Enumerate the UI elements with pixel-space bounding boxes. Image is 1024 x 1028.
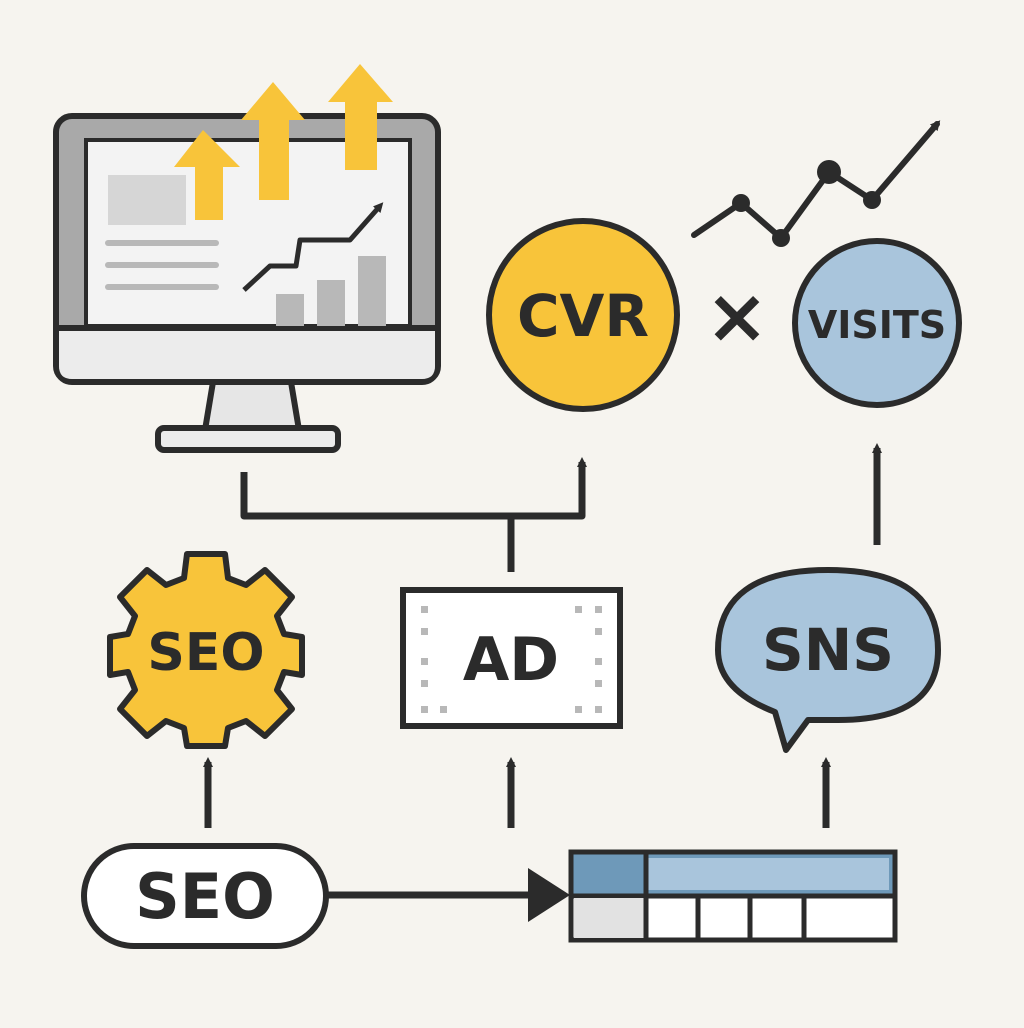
- up-arrow-icon: [241, 82, 305, 200]
- up-arrow-icon: [174, 130, 240, 220]
- multiply-sign: ×: [705, 271, 769, 360]
- screen-bar: [358, 256, 386, 326]
- ad-label: AD: [463, 625, 559, 695]
- trend-line-icon: [691, 120, 941, 247]
- table-icon: [568, 849, 898, 943]
- seo-gear-label: SEO: [147, 623, 264, 683]
- visits-node: VISITS: [792, 238, 962, 408]
- table-header-highlight: [646, 858, 889, 890]
- seo-pill-label: SEO: [135, 860, 275, 933]
- screen-image-placeholder: [108, 175, 186, 225]
- connector-arrows: [240, 443, 882, 572]
- screen-bar: [317, 280, 345, 326]
- bottom-arrows: [203, 757, 831, 922]
- visits-label: VISITS: [808, 303, 946, 347]
- gear-icon: SEO: [107, 551, 305, 749]
- monitor-icon: [53, 113, 441, 453]
- arrow-head: [528, 868, 570, 922]
- ad-card-icon: AD: [400, 587, 623, 729]
- screen-bar: [276, 294, 304, 326]
- cvr-label: CVR: [517, 282, 649, 350]
- cvr-node: CVR: [486, 218, 680, 412]
- screen-trend-arrow-icon: [242, 202, 384, 292]
- sns-label: SNS: [762, 616, 894, 684]
- seo-pill: SEO: [81, 843, 329, 949]
- up-arrow-icon: [328, 64, 393, 170]
- speech-bubble-icon: SNS: [715, 567, 941, 753]
- table-first-cell: [574, 898, 646, 938]
- arrow-to-cvr: [240, 457, 587, 520]
